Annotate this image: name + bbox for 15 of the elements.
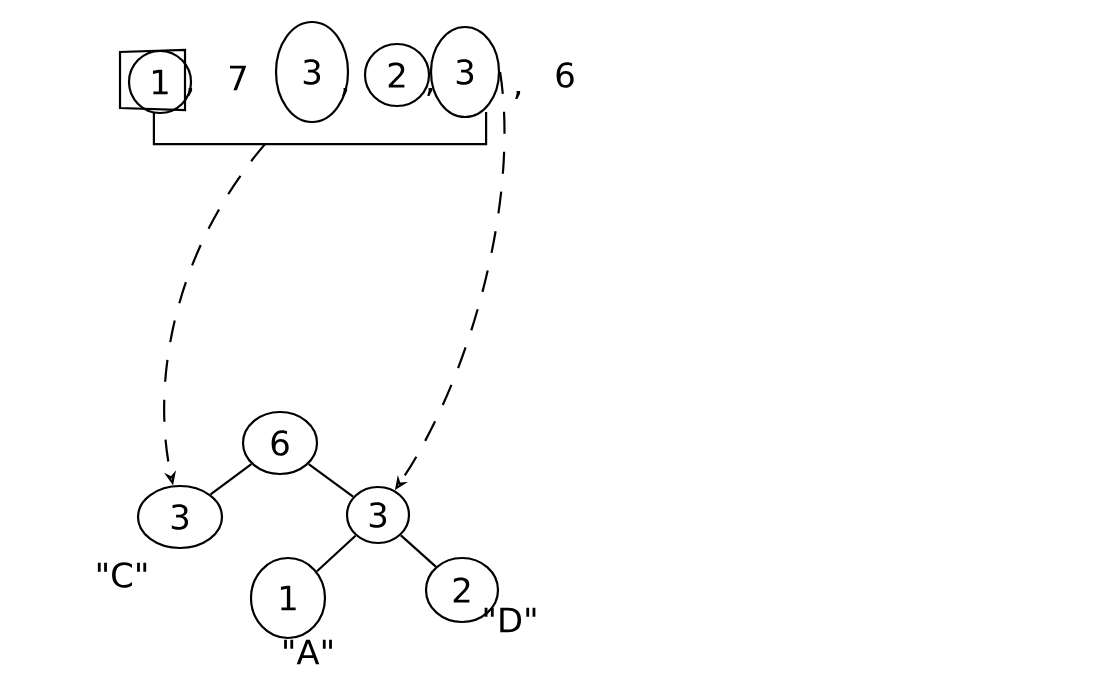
tree-edge bbox=[209, 463, 253, 496]
array-item: , bbox=[427, 87, 433, 97]
node-caption: "A" bbox=[284, 639, 332, 665]
circle-node: 3 bbox=[345, 485, 411, 545]
range-bracket bbox=[152, 111, 488, 146]
circle-node: 1 bbox=[249, 556, 327, 640]
array-item: , bbox=[515, 90, 521, 100]
array-item: 6 bbox=[556, 62, 574, 88]
tree-edge bbox=[400, 534, 437, 568]
node-caption: "C" bbox=[97, 562, 147, 588]
circle-node: 6 bbox=[241, 410, 319, 476]
tree-edge bbox=[316, 534, 357, 573]
array-item: 7 bbox=[230, 65, 246, 91]
circle-node: 3 bbox=[136, 484, 224, 550]
tree-edge bbox=[308, 463, 354, 498]
